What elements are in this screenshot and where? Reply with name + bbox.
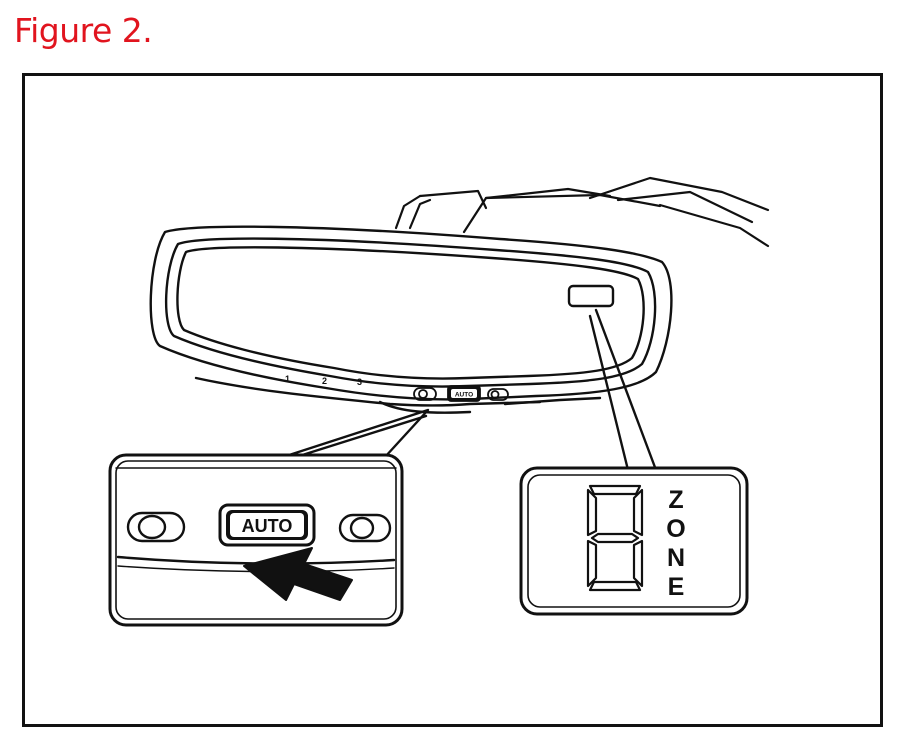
mirror-control-buttons: AUTO [413,385,509,402]
mirror-left-button[interactable] [413,387,437,401]
zone-letter-n: N [667,544,685,572]
mirror-right-button[interactable] [487,388,509,401]
press-arrow-icon [243,547,353,601]
zoom-auto-label: AUTO [242,516,293,536]
zoom-right-button[interactable] [338,513,392,543]
zone-letter-o: O [666,515,685,543]
mirror-scale-label-3: 3 [357,377,362,387]
control-callout-pointer [281,408,430,459]
mirror-auto-button[interactable]: AUTO [447,385,481,402]
mirror-display-window [567,284,615,308]
mirror-housing [149,225,673,414]
figure-title: Figure 2. [14,11,153,50]
mount-bracket [394,176,770,248]
mirror-scale-label-2: 2 [322,376,327,386]
display-zoom-inset: 8 Z O N E [519,466,749,616]
figure-frame [22,73,883,727]
zone-letter-e: E [668,573,685,601]
control-zoom-inset: AUTO [108,453,404,627]
display-callout-pointer [588,308,658,472]
seven-segment-digit [586,484,644,592]
zone-letter-z: Z [668,486,683,514]
zoom-left-button[interactable] [126,511,186,543]
zone-label: Z O N E [666,486,685,601]
mirror-scale-label-1: 1 [285,374,290,384]
mirror-auto-label: AUTO [455,392,473,399]
zoom-auto-button[interactable]: AUTO [218,503,316,547]
mirror-scale: 1 2 3 [285,374,362,387]
